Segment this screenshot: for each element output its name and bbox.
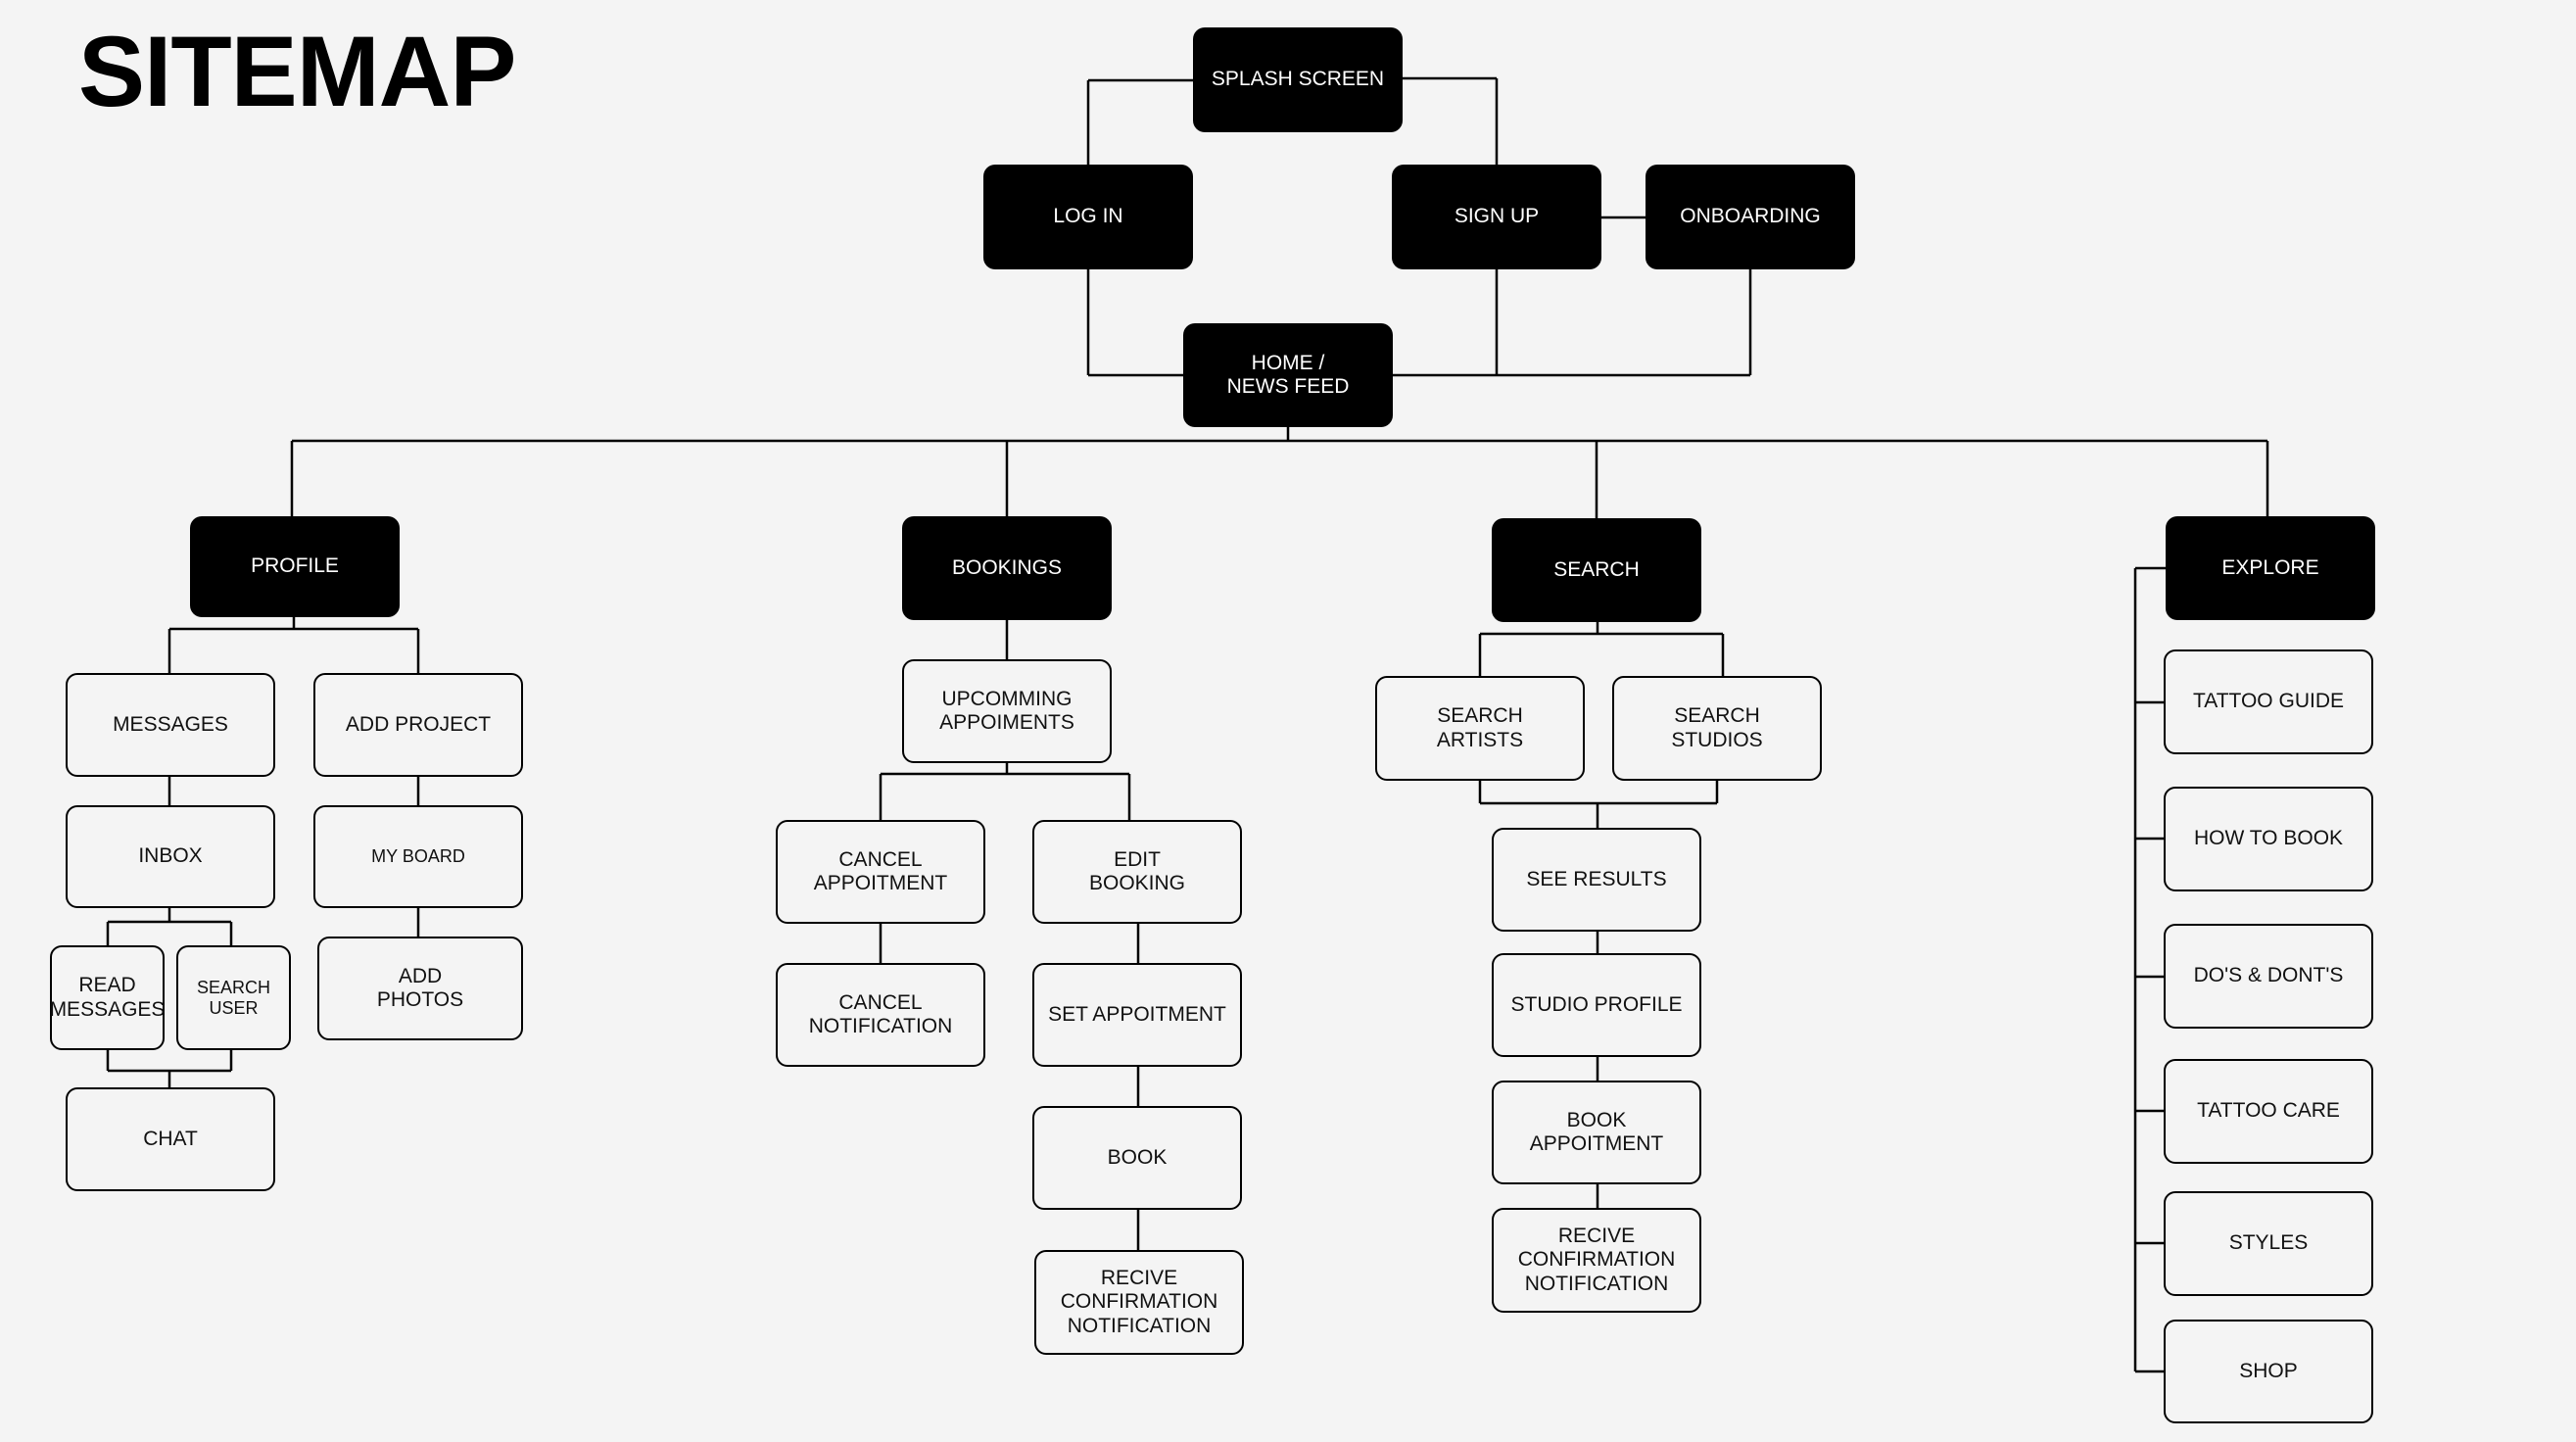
node-onboarding: ONBOARDING (1646, 165, 1855, 269)
node-cancel-notification: CANCEL NOTIFICATION (776, 963, 985, 1067)
node-explore: EXPLORE (2166, 516, 2375, 620)
node-home-news-feed: HOME / NEWS FEED (1183, 323, 1393, 427)
node-bookings: BOOKINGS (902, 516, 1112, 620)
page-title: SITEMAP (78, 16, 516, 127)
node-add-project: ADD PROJECT (313, 673, 523, 777)
node-book: BOOK (1032, 1106, 1242, 1210)
node-how-to-book: HOW TO BOOK (2164, 787, 2373, 891)
node-add-photos: ADD PHOTOS (317, 937, 523, 1040)
node-tattoo-care: TATTOO CARE (2164, 1059, 2373, 1164)
node-search-user: SEARCH USER (176, 945, 291, 1050)
node-see-results: SEE RESULTS (1492, 828, 1701, 932)
node-my-board: MY BOARD (313, 805, 523, 908)
node-receive-confirmation-bookings: RECIVE CONFIRMATION NOTIFICATION (1034, 1250, 1244, 1355)
node-receive-confirmation-search: RECIVE CONFIRMATION NOTIFICATION (1492, 1208, 1701, 1313)
node-upcoming-appointments: UPCOMMING APPOIMENTS (902, 659, 1112, 763)
node-search: SEARCH (1492, 518, 1701, 622)
node-dos-donts: DO'S & DONT'S (2164, 924, 2373, 1029)
node-shop: SHOP (2164, 1320, 2373, 1423)
node-profile: PROFILE (190, 516, 400, 617)
node-search-studios: SEARCH STUDIOS (1612, 676, 1822, 781)
node-studio-profile: STUDIO PROFILE (1492, 953, 1701, 1057)
node-search-artists: SEARCH ARTISTS (1375, 676, 1585, 781)
node-log-in: LOG IN (983, 165, 1193, 269)
node-book-appointment: BOOK APPOITMENT (1492, 1081, 1701, 1184)
node-set-appointment: SET APPOITMENT (1032, 963, 1242, 1067)
node-messages: MESSAGES (66, 673, 275, 777)
node-inbox: INBOX (66, 805, 275, 908)
node-sign-up: SIGN UP (1392, 165, 1601, 269)
node-read-messages: READ MESSAGES (50, 945, 165, 1050)
node-chat: CHAT (66, 1087, 275, 1191)
node-edit-booking: EDIT BOOKING (1032, 820, 1242, 924)
node-styles: STYLES (2164, 1191, 2373, 1296)
node-cancel-appointment: CANCEL APPOITMENT (776, 820, 985, 924)
node-tattoo-guide: TATTOO GUIDE (2164, 649, 2373, 754)
node-splash-screen: SPLASH SCREEN (1193, 27, 1403, 132)
